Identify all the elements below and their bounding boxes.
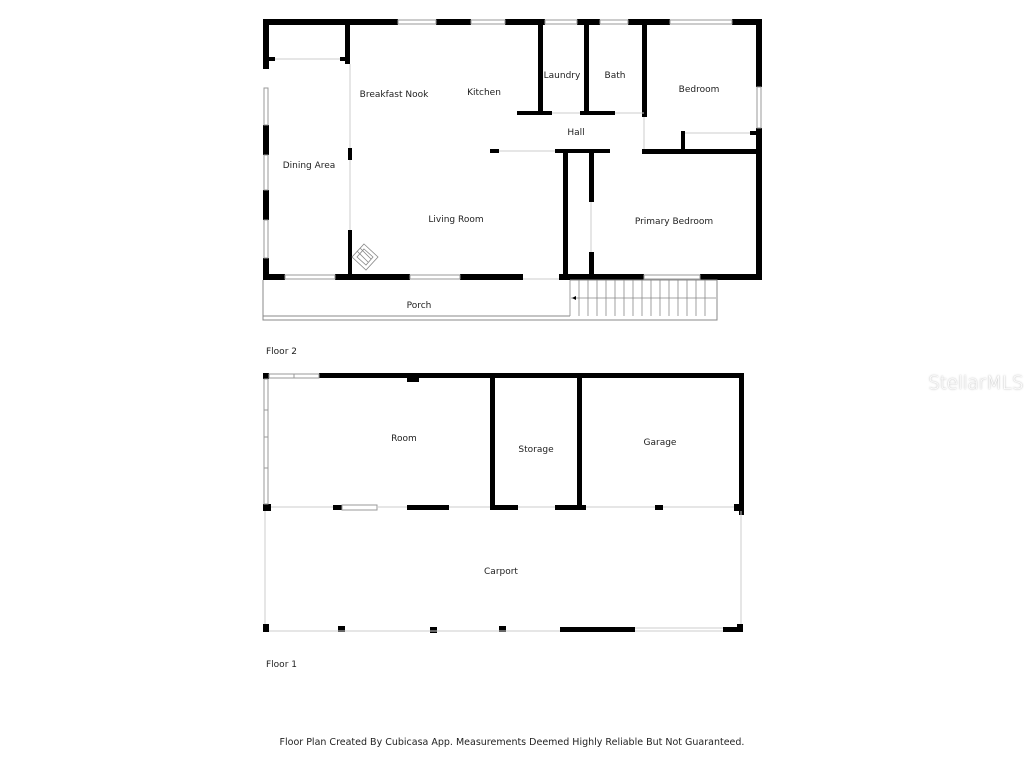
floor1-plan: Room Storage Garage Carport — [263, 373, 744, 633]
porch-outline — [262, 279, 718, 321]
floor2-label: Floor 2 — [266, 347, 297, 357]
room-label-storage: Storage — [518, 445, 554, 455]
room-label-primary-bedroom: Primary Bedroom — [635, 217, 713, 227]
fireplace-icon — [351, 243, 379, 271]
room-label-carport: Carport — [484, 567, 518, 577]
room-label-breakfast-nook: Breakfast Nook — [360, 90, 429, 100]
room-label-kitchen: Kitchen — [467, 88, 501, 98]
room-label-living-room: Living Room — [428, 215, 483, 225]
room-label-hall: Hall — [567, 128, 584, 138]
room-label-bath: Bath — [605, 71, 626, 81]
room-label-room: Room — [391, 434, 417, 444]
floor2-plan: Breakfast Nook Kitchen Laundry Bath Bedr… — [262, 19, 762, 321]
room-label-dining-area: Dining Area — [283, 161, 336, 171]
room-label-bedroom: Bedroom — [679, 85, 720, 95]
floor1-label: Floor 1 — [266, 660, 297, 670]
stairs-icon — [569, 280, 716, 316]
room-label-garage: Garage — [644, 438, 677, 448]
stairs-direction-arrow-icon — [572, 296, 576, 300]
stellarmls-watermark: StellarMLS — [928, 372, 1024, 394]
footer-disclaimer: Floor Plan Created By Cubicasa App. Meas… — [279, 737, 745, 748]
room-label-porch: Porch — [407, 301, 432, 311]
room-label-laundry: Laundry — [544, 71, 581, 81]
